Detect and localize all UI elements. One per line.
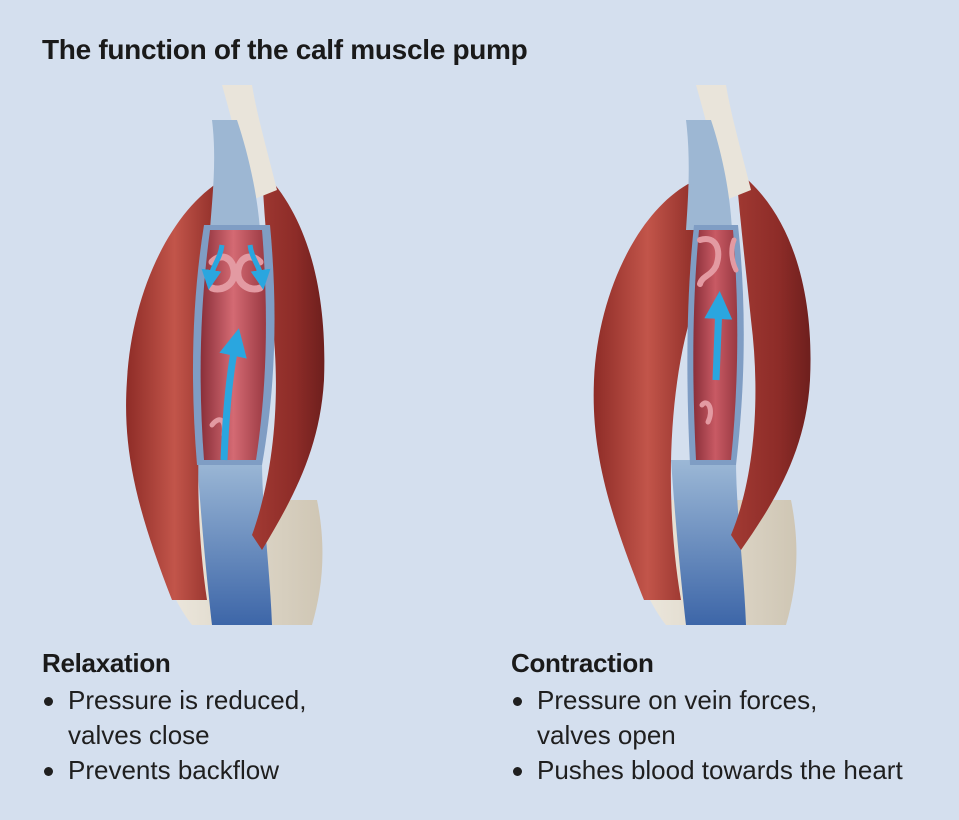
- contraction-caption: Contraction Pressure on vein forces, val…: [511, 648, 903, 788]
- bullet-dot: [513, 697, 522, 706]
- bullet-line: Pushes blood towards the heart: [537, 755, 903, 785]
- upper-tendon: [222, 85, 277, 200]
- upper-vein: [210, 120, 260, 230]
- bullet-line: Prevents backflow: [68, 755, 279, 785]
- bullet-item: Pushes blood towards the heart: [511, 753, 903, 788]
- bullet-line: Pressure on vein forces,: [537, 685, 818, 715]
- right-calf-muscle: [731, 170, 811, 550]
- bullet-line: Pressure is reduced,: [68, 685, 307, 715]
- relaxation-bullets: Pressure is reduced, valves close Preven…: [42, 683, 306, 788]
- relaxation-illustration: [112, 80, 422, 640]
- contraction-bullets: Pressure on vein forces, valves open Pus…: [511, 683, 903, 788]
- bullet-item: Pressure on vein forces, valves open: [511, 683, 903, 753]
- contraction-illustration: [586, 80, 896, 640]
- backflow-arrow-left: [201, 244, 225, 290]
- bullet-dot: [513, 767, 522, 776]
- backflow-arrow-right: [247, 244, 271, 290]
- valve-lower: [699, 400, 713, 425]
- contraction-heading: Contraction: [511, 648, 654, 678]
- page-title: The function of the calf muscle pump: [42, 34, 528, 65]
- blood-flow-arrow: [704, 291, 733, 381]
- valve-open-right: [729, 237, 739, 273]
- bullet-item: Prevents backflow: [42, 753, 306, 788]
- bullet-dot: [44, 697, 53, 706]
- bullet-dot: [44, 767, 53, 776]
- bullet-line: valves open: [537, 720, 676, 750]
- upper-tendon: [696, 85, 751, 200]
- blood-flow-arrow: [219, 328, 247, 461]
- bullet-item: Pressure is reduced, valves close: [42, 683, 306, 753]
- lower-vein: [671, 460, 746, 625]
- valve-open-left: [697, 236, 722, 287]
- relaxation-heading: Relaxation: [42, 648, 171, 678]
- relaxation-caption: Relaxation Pressure is reduced, valves c…: [42, 648, 306, 788]
- upper-vein: [686, 120, 732, 230]
- left-calf-muscle: [593, 180, 702, 600]
- lower-vein: [197, 460, 272, 625]
- bullet-line: valves close: [68, 720, 210, 750]
